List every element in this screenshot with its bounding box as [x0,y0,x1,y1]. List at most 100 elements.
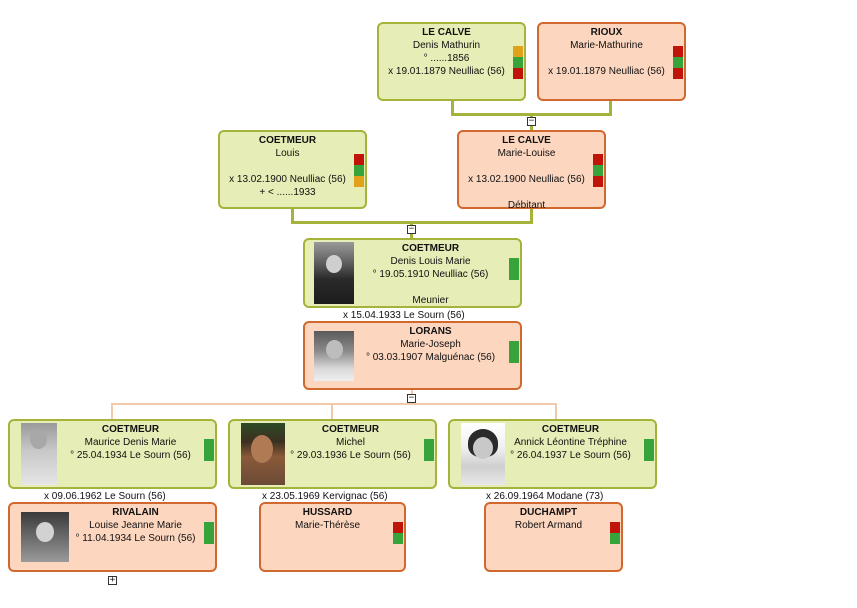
person-card-le-calve-marie-louise[interactable]: LE CALVE Marie-Louise x 13.02.1900 Neull… [457,130,606,211]
status-flags [513,46,523,79]
status-flags [673,46,683,79]
connector-line [555,403,557,420]
status-flag-green [644,450,654,461]
status-flag-green [513,57,523,68]
birth-date: ° 19.05.1910 Neulliac (56) [372,269,489,280]
given-names: Marie-Louise [497,148,556,159]
surname: COETMEUR [258,135,317,146]
surname: LE CALVE [502,135,551,146]
collapse-toggle-icon[interactable]: − [407,393,416,403]
given-names: Denis Louis Marie [390,256,471,267]
status-flag-green [393,533,403,544]
person-card-coetmeur-louis[interactable]: COETMEUR Louis x 13.02.1900 Neulliac (56… [218,130,367,209]
status-flags [424,439,434,461]
person-card-hussard[interactable]: HUSSARD Marie-Thérèse [259,502,406,572]
person-card-duchampt[interactable]: DUCHAMPT Robert Armand [484,502,623,572]
person-photo [314,242,354,304]
status-flag-green [424,439,434,450]
person-photo [21,423,57,485]
surname: LE CALVE [422,27,471,38]
status-flag-green [204,439,214,450]
status-flags [644,439,654,461]
status-flag-orange [513,46,523,57]
status-flag-green [509,341,519,352]
given-names: Marie-Mathurine [570,40,643,51]
given-names: Marie-Thérèse [294,520,361,531]
given-names: Robert Armand [514,520,583,531]
occupation: Meunier [412,295,449,306]
marriage-label: x 23.05.1969 Kervignac (56) [262,491,388,502]
status-flag-green [673,57,683,68]
given-names: Louis [275,148,300,159]
status-flag-green [509,352,519,363]
marriage-info: x 19.01.1879 Neulliac (56) [388,66,505,77]
person-card-coetmeur-annick[interactable]: COETMEUR Annick Léontine Tréphine ° 26.0… [448,419,657,489]
person-photo [314,331,354,381]
person-card-coetmeur-denis[interactable]: COETMEUR Denis Louis Marie ° 19.05.1910 … [303,238,522,308]
birth-date: ° 11.04.1934 Le Sourn (56) [75,533,196,544]
marriage-label: x 09.06.1962 Le Sourn (56) [44,491,166,502]
given-names: Louise Jeanne Marie [89,520,182,531]
collapse-toggle-icon[interactable]: − [527,116,536,126]
person-photo [241,423,285,485]
person-card-coetmeur-michel[interactable]: COETMEUR Michel ° 29.03.1936 Le Sourn (5… [228,419,437,489]
person-photo [461,423,505,485]
connector-line [291,221,533,224]
person-photo [21,512,69,562]
status-flag-green [644,439,654,450]
photo-face [326,340,343,359]
status-flag-red [593,154,603,165]
connector-line [451,113,612,116]
status-flag-red [393,522,403,533]
status-flag-red [513,68,523,79]
marriage-label: x 26.09.1964 Modane (73) [486,491,604,502]
photo-face [326,255,342,273]
status-flags [593,154,603,187]
expand-toggle-icon[interactable]: + [108,575,117,585]
connector-line [111,403,557,405]
marriage-label: x 15.04.1933 Le Sourn (56) [343,310,465,321]
birth-date: ° 26.04.1937 Le Sourn (56) [510,450,631,461]
surname: COETMEUR [541,424,600,435]
status-flag-green [509,258,519,269]
connector-line [609,100,612,116]
status-flag-red [673,46,683,57]
status-flag-green [204,450,214,461]
connector-line [111,403,113,420]
status-flag-green [354,165,364,176]
status-flags [509,258,519,280]
given-names: Denis Mathurin [412,40,481,51]
death-date: + < ......1933 [259,187,316,198]
photo-face [473,437,493,459]
occupation: Débitant [507,200,546,211]
given-names: Annick Léontine Tréphine [514,437,627,448]
given-names: Marie-Joseph [400,339,461,350]
connector-line [331,403,333,420]
person-card-coetmeur-maurice[interactable]: COETMEUR Maurice Denis Marie ° 25.04.193… [8,419,217,489]
birth-date: ° 25.04.1934 Le Sourn (56) [70,450,191,461]
person-card-lorans[interactable]: LORANS Marie-Joseph ° 03.03.1907 Malguén… [303,321,522,390]
surname: RIVALAIN [112,507,159,518]
status-flag-green [424,450,434,461]
status-flags [509,341,519,363]
person-card-le-calve-denis[interactable]: LE CALVE Denis Mathurin ° ......1856 x 1… [377,22,526,101]
photo-face [36,522,54,542]
birth-date: ° ......1856 [423,53,470,64]
status-flag-red [673,68,683,79]
collapse-toggle-icon[interactable]: − [407,224,416,234]
connector-line [451,100,454,116]
connector-line [291,208,294,224]
status-flag-red [610,522,620,533]
status-flag-green [204,533,214,544]
surname: RIOUX [590,27,623,38]
connector-line [530,208,533,224]
person-card-rivalain[interactable]: RIVALAIN Louise Jeanne Marie ° 11.04.193… [8,502,217,572]
given-names: Michel [336,437,365,448]
status-flags [204,522,214,544]
status-flag-red [354,154,364,165]
status-flag-green [509,269,519,280]
person-card-rioux[interactable]: RIOUX Marie-Mathurine x 19.01.1879 Neull… [537,22,686,101]
status-flags [393,522,403,544]
status-flags [204,439,214,461]
marriage-info: x 19.01.1879 Neulliac (56) [548,66,665,77]
